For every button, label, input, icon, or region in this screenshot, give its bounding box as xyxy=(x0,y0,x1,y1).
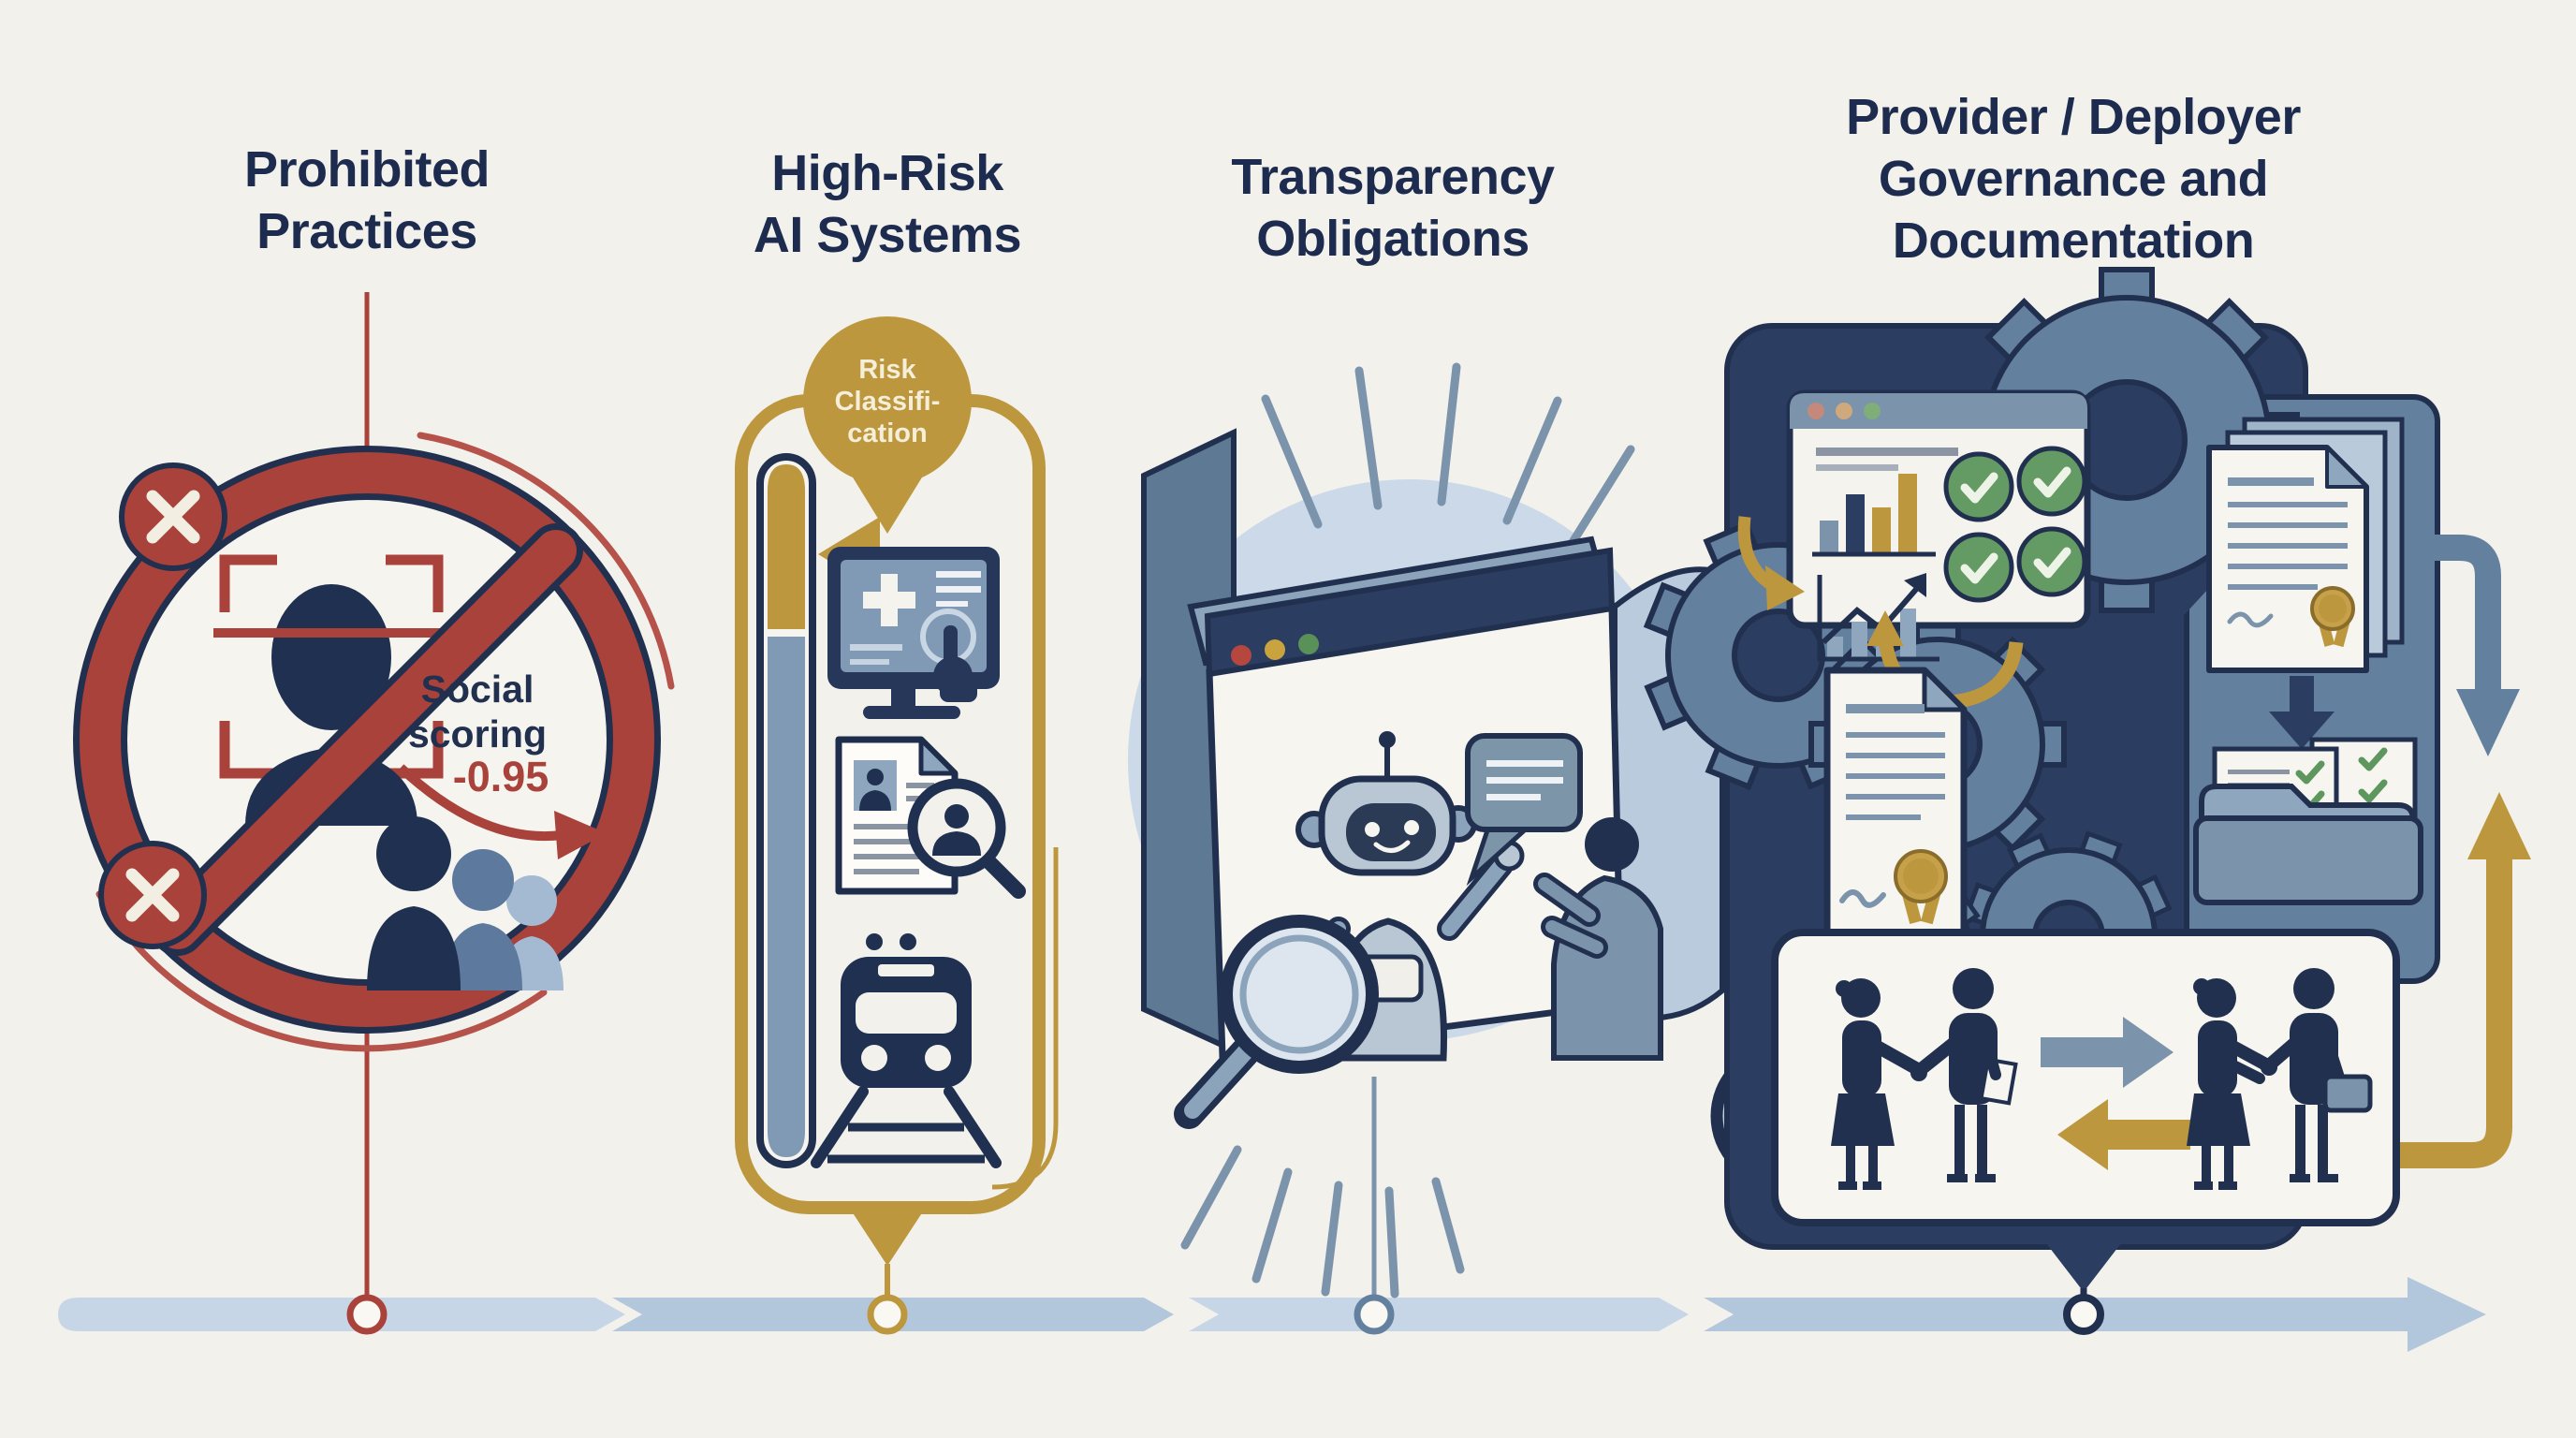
check-circle-icon xyxy=(1943,451,2014,522)
declining-score-arrow-icon xyxy=(397,764,607,859)
people-group-icon xyxy=(367,816,564,990)
folder-icon xyxy=(2193,737,2423,905)
governance-group xyxy=(1643,267,2531,1335)
timeline-node-governance xyxy=(2063,1294,2104,1335)
train-icon xyxy=(811,933,1002,1168)
dot-icon xyxy=(1808,403,1824,419)
column-title-transparency: Transparency Obligations xyxy=(1187,146,1599,270)
user-silhouette-icon xyxy=(1533,817,1663,1061)
x-badge-icon xyxy=(98,841,207,949)
pointer-triangle xyxy=(2046,1243,2121,1292)
check-circle-icon xyxy=(2016,526,2087,597)
badge-line: Classifi- xyxy=(834,387,941,417)
risk-pin-badge xyxy=(803,316,972,534)
timeline-segment xyxy=(1189,1298,1689,1331)
title-line: Transparency xyxy=(1231,149,1555,205)
handshake-pair xyxy=(2187,968,2373,1190)
social-scoring-label: Social scoring xyxy=(393,667,562,756)
transparency-group xyxy=(1128,362,1907,1335)
x-badge-icon xyxy=(119,462,227,571)
handshake-box xyxy=(1771,929,2400,1226)
column-title-prohibited: Prohibited Practices xyxy=(198,139,535,262)
document-stack-icon xyxy=(2206,417,2405,673)
column-title-governance: Provider / Deployer Governance and Docum… xyxy=(1793,86,2354,271)
cursor-hand-icon xyxy=(933,625,977,702)
timeline-node-transparency xyxy=(1354,1294,1395,1335)
risk-classification-badge-label: Risk Classifi- cation xyxy=(803,354,972,449)
timeline-node-prohibited xyxy=(346,1294,388,1335)
browser-titlebar xyxy=(1204,547,1616,678)
rays-icon xyxy=(1180,362,1738,1299)
timeline-node-high-risk xyxy=(867,1294,908,1335)
medical-monitor-icon xyxy=(827,547,1000,719)
title-line: High-Risk xyxy=(771,145,1003,201)
down-arrow-icon xyxy=(2269,676,2334,749)
label-line: scoring xyxy=(407,712,548,756)
certificate-document-icon xyxy=(1823,667,1968,946)
title-line: Prohibited xyxy=(244,141,490,198)
badge-line: Risk xyxy=(858,355,916,385)
badge-line: cation xyxy=(847,418,928,448)
dot-icon xyxy=(1864,403,1881,419)
right-arrow-icon xyxy=(2041,1017,2174,1088)
cycle-up-arrow-icon xyxy=(2394,792,2531,1168)
title-line: AI Systems xyxy=(753,207,1022,263)
title-line: Obligations xyxy=(1256,211,1530,267)
pointer-triangle xyxy=(848,1206,927,1266)
traffic-dot-red xyxy=(1231,645,1251,666)
signature-squiggle xyxy=(2227,611,2274,628)
outer-arc xyxy=(95,890,548,1052)
cv-document-magnifier-icon xyxy=(835,736,1026,899)
risk-gauge-icon xyxy=(756,453,816,1168)
social-score-value: -0.95 xyxy=(452,753,549,800)
briefcase-icon xyxy=(2322,1074,2373,1113)
prohibition-slash xyxy=(151,523,583,956)
label-line: Social xyxy=(420,668,534,711)
dot-icon xyxy=(1836,403,1852,419)
magnifier-person-icon xyxy=(907,778,1026,899)
prohibited-practices-group xyxy=(73,292,675,1335)
rosette-seal-icon xyxy=(2310,586,2355,648)
timeline-bar xyxy=(58,1277,2486,1352)
rosette-seal-icon xyxy=(1894,849,1948,925)
traffic-dot-green xyxy=(1298,634,1319,654)
high-risk-group xyxy=(735,316,1059,1335)
risk-frame-echo-line xyxy=(991,847,1059,1190)
check-circle-icon xyxy=(2016,446,2087,517)
check-circle-icon xyxy=(1943,532,2014,603)
outer-arc xyxy=(417,432,675,690)
cycle-down-arrow-icon xyxy=(2434,535,2520,756)
bar-chart-icon xyxy=(1812,474,1936,557)
title-line: Provider / Deployer xyxy=(1846,89,2301,145)
speech-bubble-icon xyxy=(1465,733,1583,887)
compliance-dashboard-icon xyxy=(1786,389,2091,662)
traffic-dot-yellow xyxy=(1265,639,1285,660)
timeline-segment xyxy=(58,1298,625,1331)
signature-squiggle xyxy=(1839,889,1886,908)
small-curved-arrow-icon xyxy=(1737,516,1805,610)
handshake-pair xyxy=(1831,968,2018,1190)
magnifying-glass-large-icon xyxy=(1174,915,1379,1129)
title-line: Governance and xyxy=(1878,151,2269,207)
left-arrow-icon xyxy=(2057,1099,2190,1170)
title-line: Practices xyxy=(256,203,477,259)
title-line: Documentation xyxy=(1892,213,2255,269)
column-title-high-risk: High-Risk AI Systems xyxy=(719,142,1056,266)
